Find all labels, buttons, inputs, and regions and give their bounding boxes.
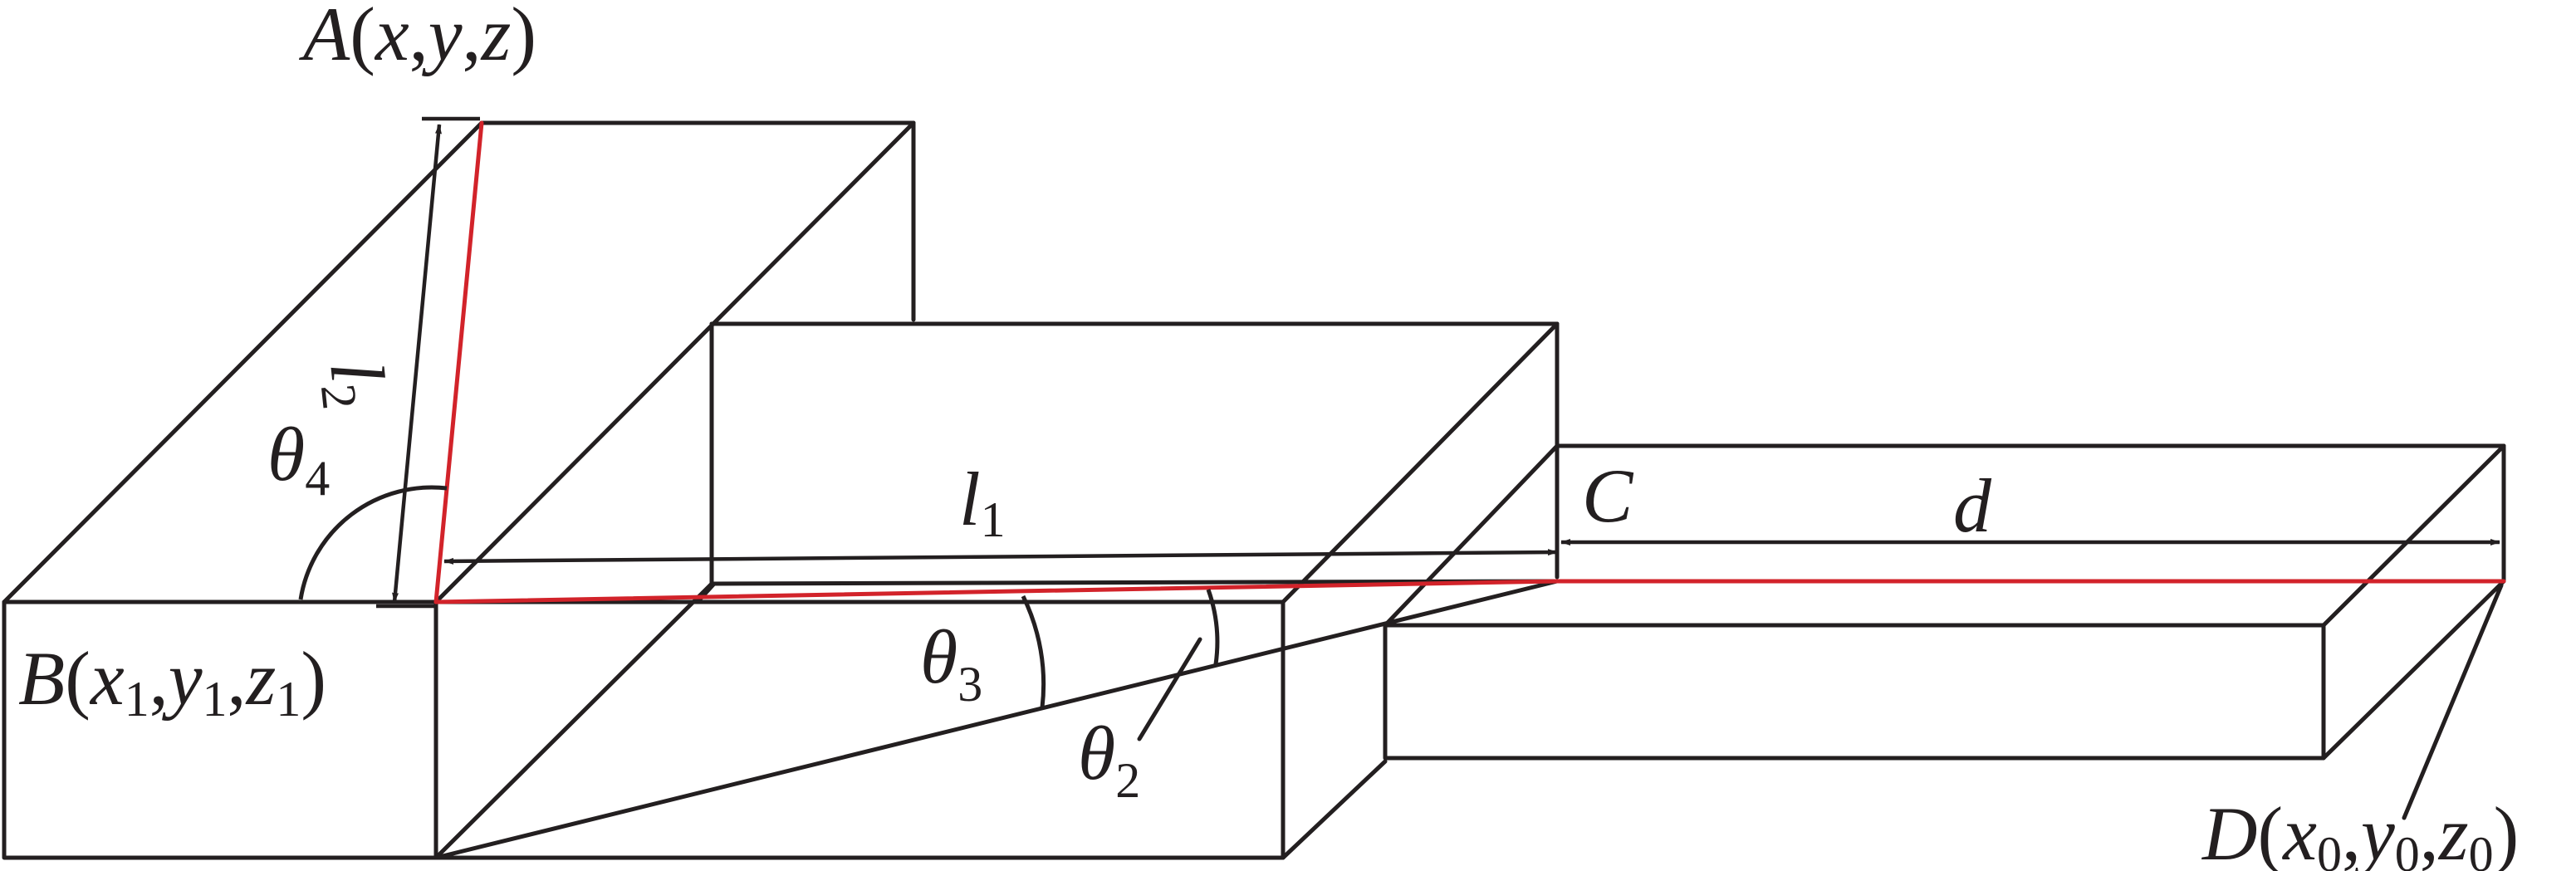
middle-box [433,321,1560,860]
D-leader [2402,583,2504,820]
label-d: d [1953,463,1992,548]
theta2-leader [1137,637,1202,741]
label-B: B(x1,y1,z1) [18,636,326,727]
red-line-AB [433,120,484,604]
l2-arrow [392,124,442,603]
l2-dimension [376,116,480,609]
label-theta2: θ2 [1078,711,1140,808]
theta4-arc [298,485,448,600]
l1-arrow [443,549,1558,565]
theta3-arc [1021,595,1046,708]
label-A: A(x,y,z) [298,0,536,76]
right-box [1383,443,2506,761]
red-lines [433,120,2506,604]
left-box [2,120,916,860]
label-l2: l2 [308,356,403,412]
label-l1: l1 [959,457,1006,547]
red-line-BC [433,579,1560,604]
label-D: D(x0,y0,z0) [2201,791,2519,871]
label-theta3: θ3 [920,614,982,712]
theta2-arc [1206,589,1220,665]
label-theta4: θ4 [267,412,330,506]
label-C: C [1582,453,1634,538]
